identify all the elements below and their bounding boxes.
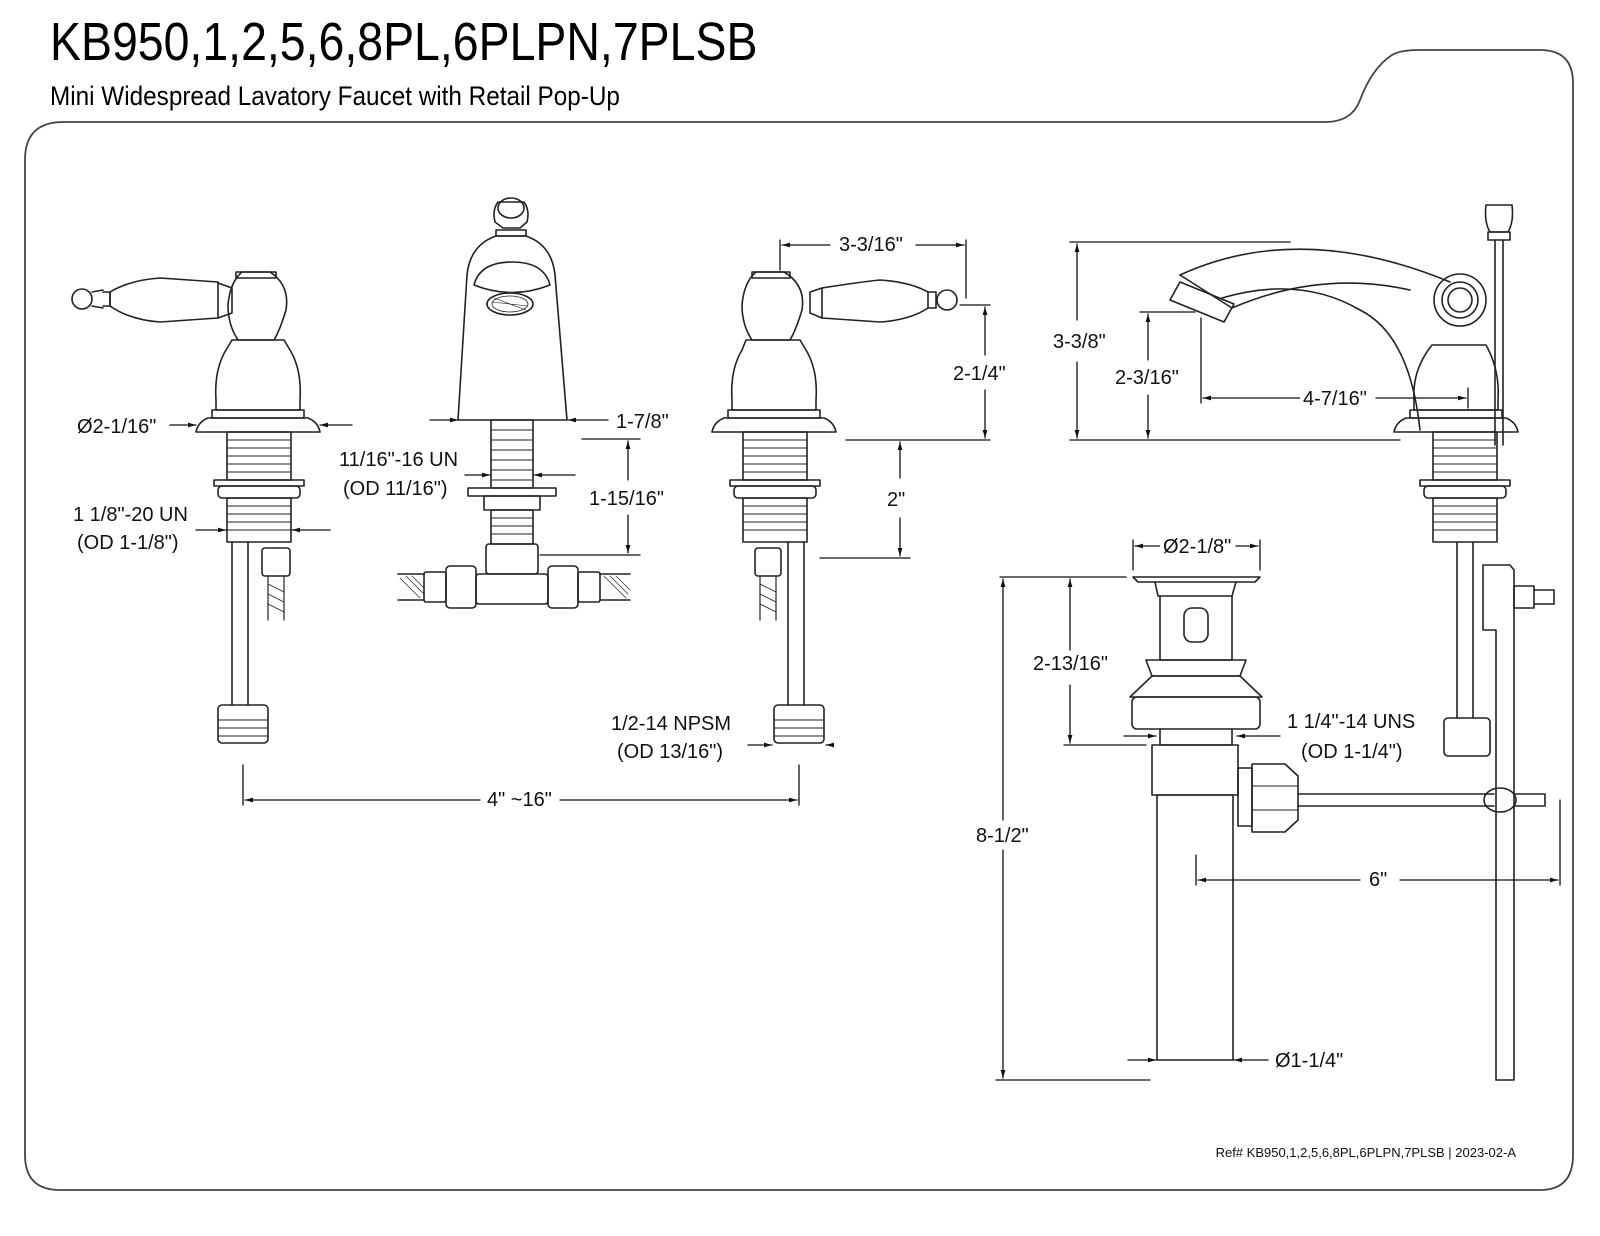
dim-right-shank-length: 2" bbox=[884, 488, 909, 512]
page-frame bbox=[24, 49, 1574, 1191]
dim-spout-clearance: 2-3/16" bbox=[1112, 366, 1182, 390]
dim-drain-overall-length: 8-1/2" bbox=[973, 824, 1032, 848]
dim-spout-shank-thread: 11/16"-16 UN bbox=[336, 448, 462, 472]
dimension-lines bbox=[169, 239, 1561, 1081]
dim-handle-reach: 3-3/16" bbox=[836, 233, 906, 257]
dim-lift-rod-reach: 6" bbox=[1366, 868, 1391, 892]
dim-inlet-od: (OD 13/16") bbox=[614, 740, 727, 764]
dim-spout-reach: 4-7/16" bbox=[1300, 387, 1370, 411]
left-handle-valve-drawing bbox=[71, 271, 321, 744]
dim-overall-height: 3-3/8" bbox=[1050, 330, 1109, 354]
page-title: KB950,1,2,5,6,8PL,6PLPN,7PLSB bbox=[50, 12, 758, 72]
dim-left-shank-thread: 1 1/8"-20 UN bbox=[70, 503, 191, 527]
dim-left-shank-od: (OD 1-1/8") bbox=[74, 531, 182, 555]
reference-number: Ref# KB950,1,2,5,6,8PL,6PLPN,7PLSB | 202… bbox=[1215, 1145, 1516, 1160]
dim-inlet-thread: 1/2-14 NPSM bbox=[608, 712, 735, 736]
dim-tailpiece-diameter: Ø1-1/4" bbox=[1272, 1049, 1347, 1073]
spout-front-drawing bbox=[397, 197, 631, 609]
dim-center-spread: 4" ~16" bbox=[484, 788, 555, 812]
dim-spout-shank-length: 1-15/16" bbox=[586, 487, 667, 511]
right-handle-valve-drawing bbox=[711, 271, 958, 744]
dim-left-flange-diameter: Ø2-1/16" bbox=[74, 415, 160, 439]
dim-spout-base-width: 1-7/8" bbox=[613, 410, 672, 434]
pop-up-drain-drawing bbox=[1129, 576, 1546, 1061]
spout-side-drawing bbox=[1169, 204, 1555, 1081]
dim-drain-thread-od: (OD 1-1/4") bbox=[1298, 740, 1406, 764]
dim-handle-height: 2-1/4" bbox=[950, 362, 1009, 386]
page-subtitle: Mini Widespread Lavatory Faucet with Ret… bbox=[50, 81, 620, 111]
dim-drain-thread: 1 1/4"-14 UNS bbox=[1284, 710, 1419, 734]
dim-drain-flange-diameter: Ø2-1/8" bbox=[1160, 535, 1235, 559]
dim-drain-body-height: 2-13/16" bbox=[1030, 652, 1111, 676]
dim-spout-shank-od: (OD 11/16") bbox=[340, 477, 451, 501]
